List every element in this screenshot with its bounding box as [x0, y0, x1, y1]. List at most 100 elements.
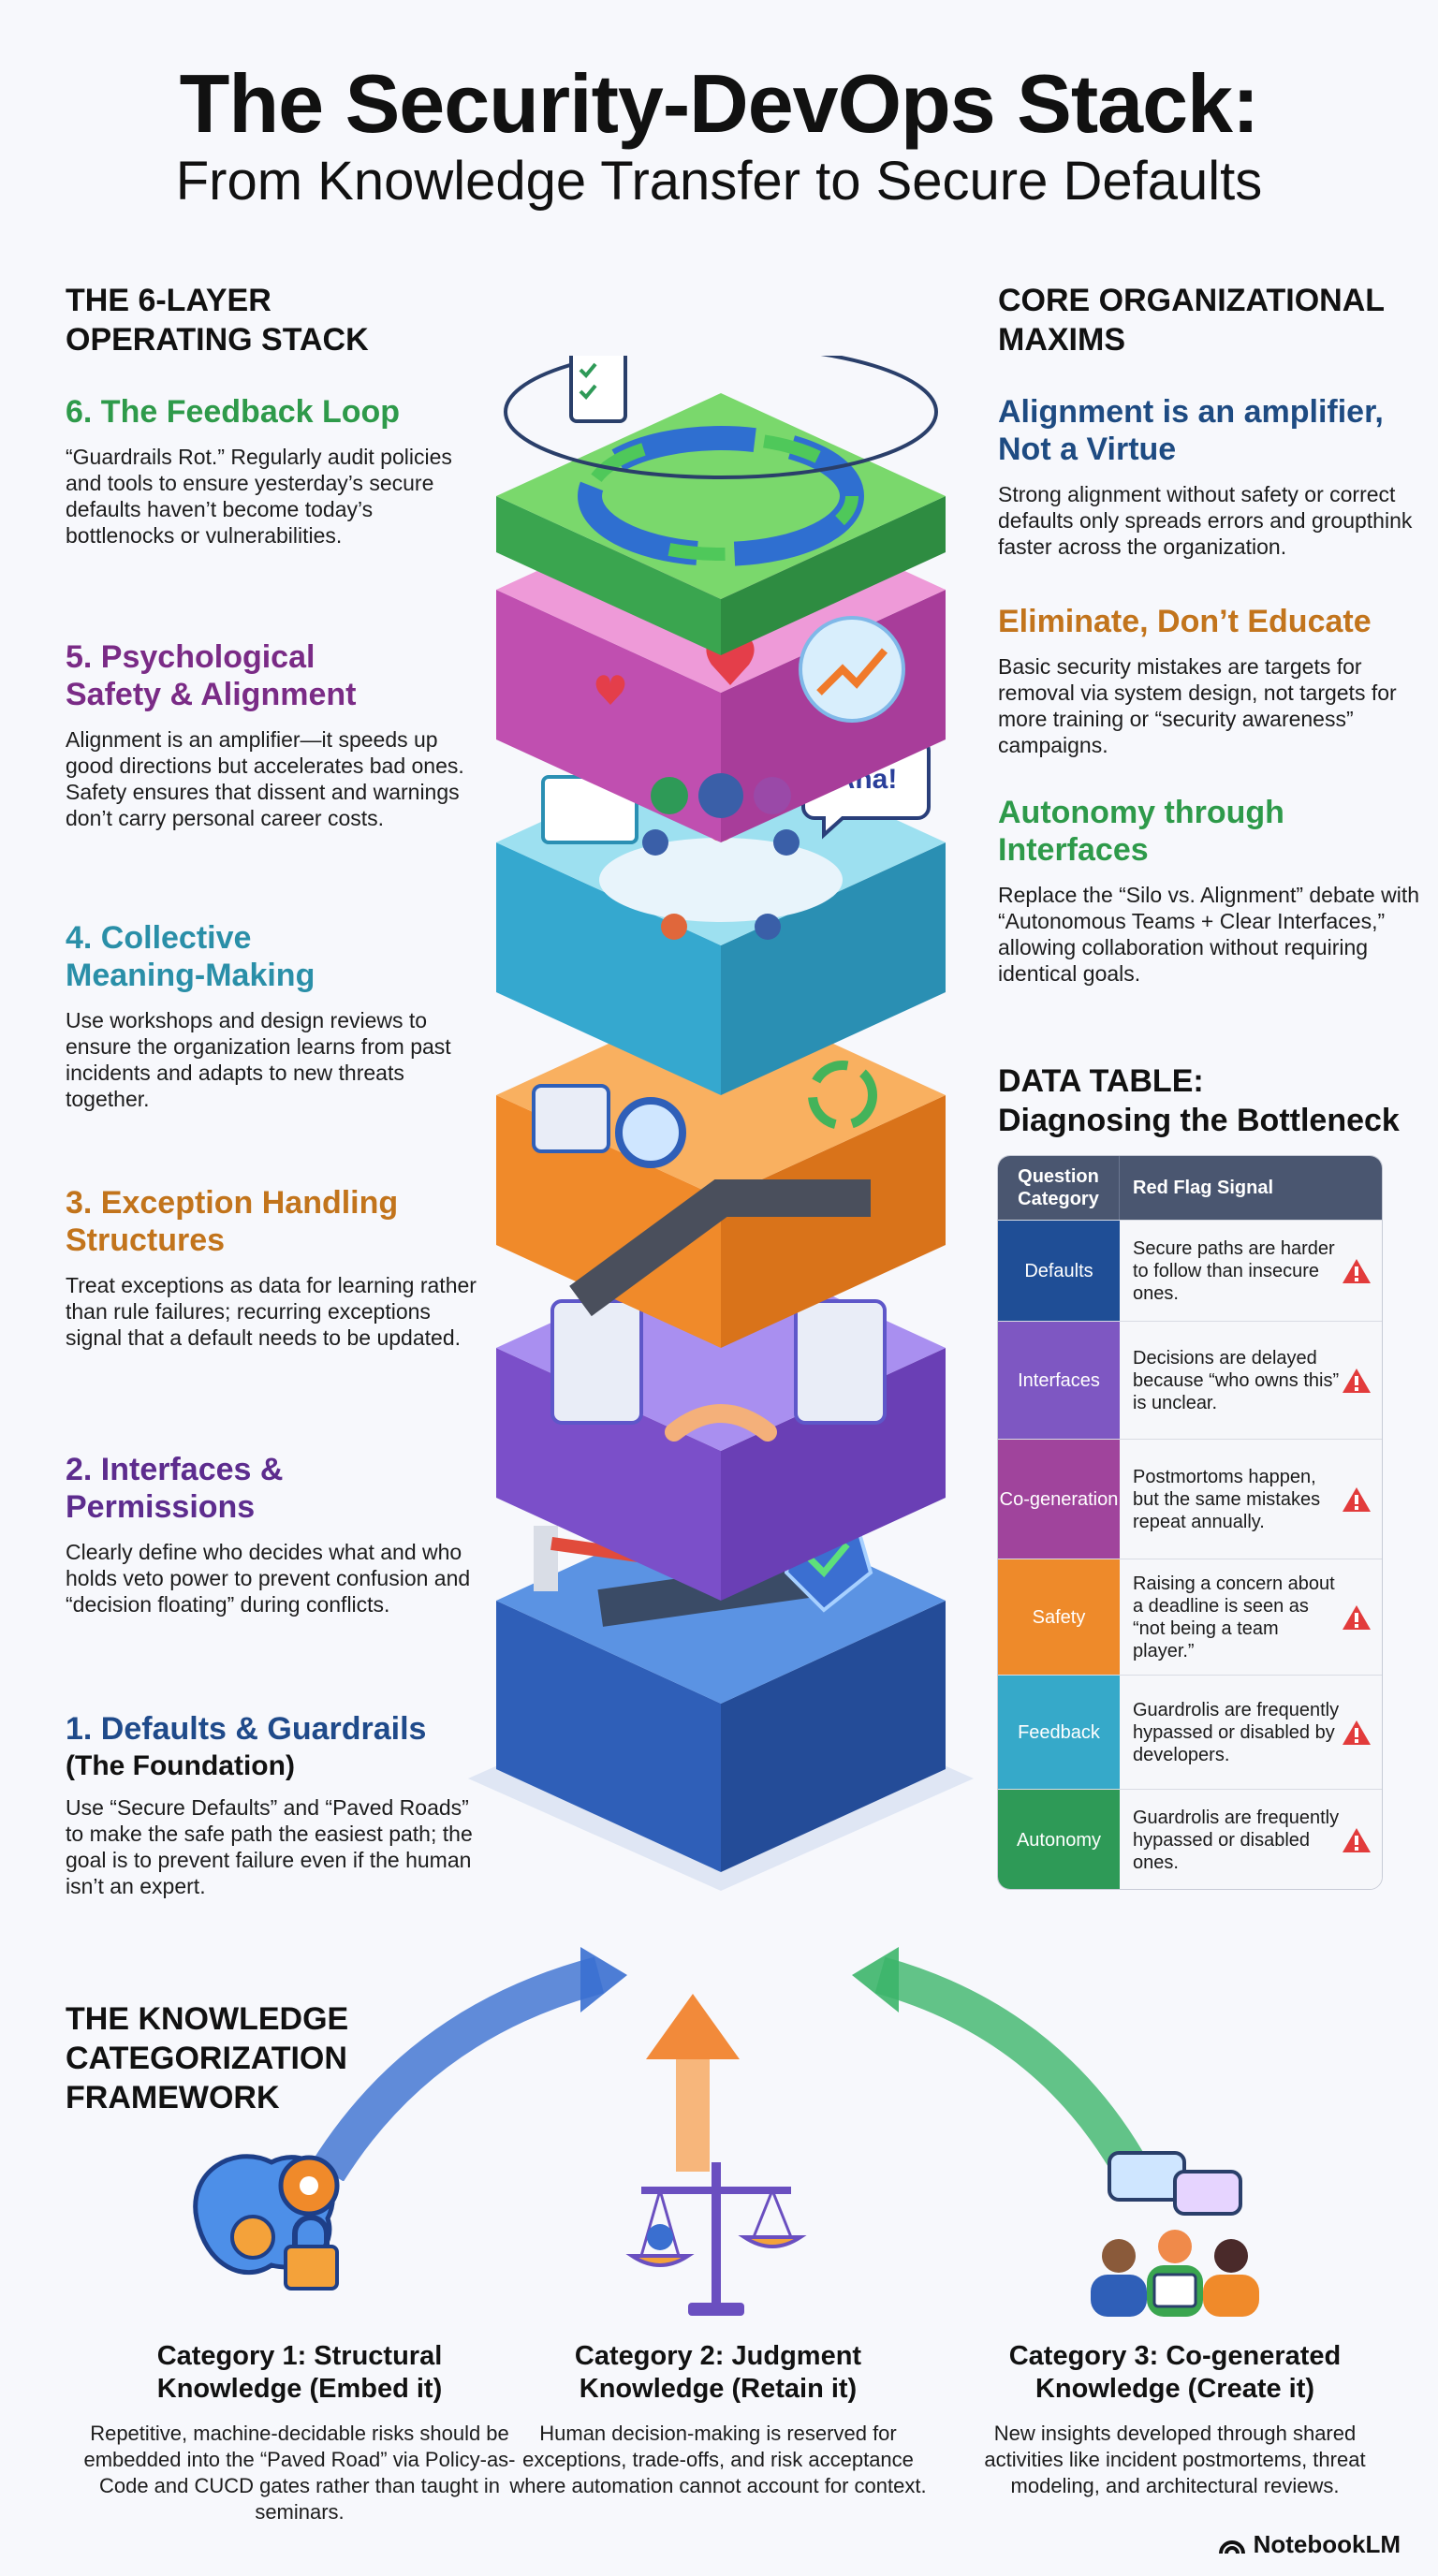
warning-icon — [1343, 1486, 1371, 1512]
table-cell-signal: Decisions are delayed because “who owns … — [1120, 1322, 1382, 1439]
knowledge-heading: THE KNOWLEDGE CATEGORIZATION FRAMEWORK — [66, 2001, 349, 2115]
warning-icon — [1343, 1368, 1371, 1393]
stack-illustration: Aha! — [468, 356, 974, 1891]
arrow-up-right-icon — [312, 1956, 605, 2181]
table-cell-category: Interfaces — [998, 1322, 1120, 1439]
layer-title: 1. Defaults & Guardrails — [66, 1711, 427, 1747]
table-cell-signal: Guardrolis are frequently hypassed or di… — [1120, 1790, 1382, 1889]
signal-text: Postmortoms happen, but the same mistake… — [1133, 1466, 1321, 1532]
arrow-up-left-icon — [874, 1956, 1150, 2181]
table-cell-signal: Postmortoms happen, but the same mistake… — [1120, 1440, 1382, 1559]
page-subtitle: From Knowledge Transfer to Secure Defaul… — [175, 151, 1263, 212]
layer-title: 6. The Feedback Loop — [66, 394, 401, 430]
column-header-signal: Red Flag Signal — [1133, 1177, 1274, 1198]
table-cell-signal: Raising a concern about a deadline is se… — [1120, 1559, 1382, 1675]
table-cell-category: Co-generation — [998, 1440, 1120, 1559]
layer-body: “Guardrails Rot.” Regularly audit polici… — [66, 445, 452, 548]
warning-icon — [1343, 1258, 1371, 1283]
table-cell-category: Feedback — [998, 1676, 1120, 1789]
signal-text: Guardrolis are frequently hypassed or di… — [1133, 1807, 1340, 1873]
layer-block-feedback — [496, 356, 946, 655]
table-header: Question Category Red Flag Signal — [998, 1156, 1382, 1220]
category-body: New insights developed through shared ac… — [984, 2422, 1366, 2497]
table-cell-category: Autonomy — [998, 1790, 1120, 1889]
brand-mark: NotebookLM — [1218, 2530, 1401, 2559]
arrow-up-icon — [676, 2050, 710, 2172]
column-header-category: Question Category — [998, 1156, 1120, 1220]
layer-body: Use workshops and design reviews to ensu… — [66, 1008, 451, 1111]
signal-text: Decisions are delayed because “who owns … — [1133, 1347, 1340, 1413]
meeting-table — [599, 838, 843, 922]
barrier-icon — [534, 1526, 558, 1591]
notebooklm-logo-icon — [1218, 2539, 1245, 2554]
warning-icon — [1343, 1827, 1371, 1852]
report-icon — [532, 1084, 610, 1153]
table-cell-signal: Secure paths are harder to follow than i… — [1120, 1221, 1382, 1321]
team-avatar — [698, 773, 743, 818]
maxim-title: Eliminate, Don’t Educate — [998, 604, 1372, 639]
signal-text: Guardrolis are frequently hypassed or di… — [1133, 1699, 1340, 1765]
permissions-window-icon — [550, 1299, 643, 1425]
layer-1: 1. Defaults & Guardrails (The Foundation… — [66, 1710, 477, 1899]
signal-text: Raising a concern about a deadline is se… — [1133, 1573, 1335, 1661]
arrows-graphic — [312, 1947, 1150, 2181]
scales-icon — [625, 2162, 807, 2316]
page-title: The Security-DevOps Stack: — [179, 57, 1260, 150]
layer-body: Use “Secure Defaults” and “Paved Roads” … — [66, 1795, 473, 1898]
magnifier-icon — [615, 1097, 686, 1168]
layer-body: Treat exceptions as data for learning ra… — [66, 1273, 477, 1350]
maxim-body: Basic security mistakes are targets for … — [998, 654, 1397, 757]
checklist-icon — [569, 356, 627, 423]
lock-icon — [284, 2245, 339, 2291]
data-table: Question Category Red Flag Signal Defaul… — [997, 1155, 1383, 1890]
recycle-icon — [808, 1061, 877, 1130]
layer-title: 2. Interfaces &Permissions — [66, 1452, 284, 1525]
maxim-title: Alignment is an amplifier,Not a Virtue — [998, 394, 1384, 467]
maxims-heading: CORE ORGANIZATIONAL MAXIMS — [998, 283, 1386, 358]
growth-bubble-icon — [799, 616, 905, 723]
maxim-eliminate: Eliminate, Don’t Educate Basic security … — [998, 603, 1429, 758]
layer-body: Alignment is an amplifier—it speeds up g… — [66, 727, 464, 830]
warning-icon — [1343, 1720, 1371, 1745]
maxim-body: Replace the “Silo vs. Alignment” debate … — [998, 883, 1420, 986]
heart-icon — [595, 675, 625, 705]
stack-heading: THE 6-LAYER OPERATING STACK — [66, 283, 369, 358]
table-cell-signal: Guardrolis are frequently hypassed or di… — [1120, 1676, 1382, 1789]
maxim-alignment: Alignment is an amplifier,Not a Virtue S… — [998, 393, 1429, 560]
layer-6: 6. The Feedback Loop “Guardrails Rot.” R… — [66, 393, 477, 549]
secure-window-icon — [794, 1299, 887, 1425]
layer-subtitle: (The Foundation) — [66, 1750, 295, 1781]
category-body: Repetitive, machine-decidable risks shou… — [83, 2422, 516, 2524]
data-table-heading: DATA TABLE: Diagnosing the Bottleneck — [998, 1063, 1400, 1138]
signal-text: Secure paths are harder to follow than i… — [1133, 1237, 1335, 1304]
category-body: Human decision-making is reserved for ex… — [509, 2422, 927, 2497]
warning-icon — [1343, 1604, 1371, 1630]
table-cell-category: Defaults — [998, 1221, 1120, 1321]
layer-body: Clearly define who decides what and who … — [66, 1540, 471, 1617]
handshake-icon — [665, 1404, 777, 1442]
team-discussion-icon — [1091, 2151, 1259, 2317]
layer-2: 2. Interfaces &Permissions Clearly defin… — [66, 1451, 477, 1617]
orbit-line — [504, 356, 938, 479]
maxim-body: Strong alignment without safety or corre… — [998, 482, 1413, 559]
